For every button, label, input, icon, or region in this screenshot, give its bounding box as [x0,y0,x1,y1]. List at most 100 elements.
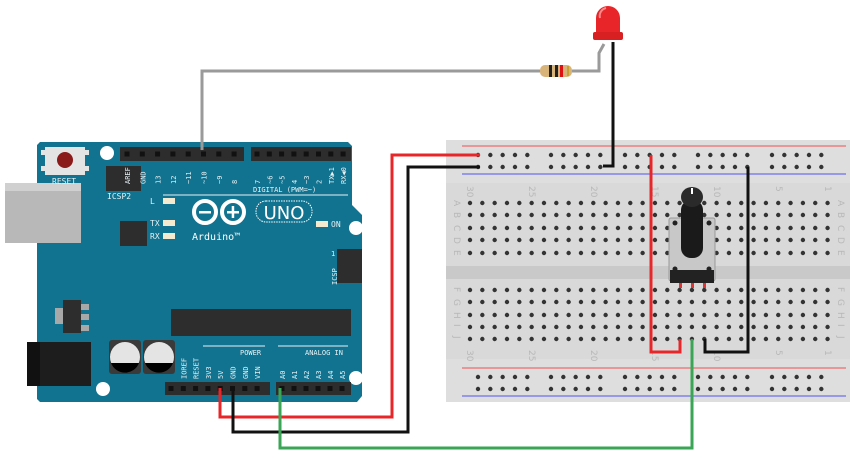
breadboard-hole[interactable] [800,299,806,305]
breadboard-hole[interactable] [603,336,608,342]
wire-5v-to-power-rail[interactable] [218,153,480,419]
breadboard-hole[interactable] [591,287,596,293]
rail-hole[interactable] [745,374,750,380]
breadboard-hole[interactable] [541,287,547,293]
breadboard-hole[interactable] [640,299,645,305]
breadboard-hole[interactable] [492,200,497,206]
breadboard-hole[interactable] [751,324,756,330]
wire-power-rail-to-potentiometer[interactable] [649,155,682,354]
rail-hole[interactable] [745,386,750,392]
breadboard-hole[interactable] [788,200,793,206]
digital-pin[interactable] [216,151,222,157]
breadboard-hole[interactable] [788,212,793,218]
breadboard-hole[interactable] [578,237,584,243]
rail-hole[interactable] [672,374,677,380]
rail-hole[interactable] [598,386,603,392]
digital-pin[interactable] [139,151,145,157]
breadboard-hole[interactable] [541,200,547,206]
rail-hole[interactable] [806,152,812,158]
rail-hole[interactable] [585,374,591,380]
breadboard-hole[interactable] [825,212,830,218]
breadboard-hole[interactable] [492,212,497,218]
breadboard-hole[interactable] [665,324,670,330]
rail-hole[interactable] [475,386,481,392]
breadboard-hole[interactable] [763,287,769,293]
breadboard-hole[interactable] [517,200,522,206]
breadboard-hole[interactable] [615,287,621,293]
breadboard-hole[interactable] [467,324,473,330]
breadboard-hole[interactable] [480,250,485,256]
rail-hole[interactable] [585,164,591,170]
breadboard-hole[interactable] [628,299,633,305]
breadboard-hole[interactable] [591,237,596,243]
rail-hole[interactable] [806,374,812,380]
breadboard-hole[interactable] [591,225,596,231]
breadboard-hole[interactable] [739,200,744,206]
breadboard-hole[interactable] [788,336,793,342]
breadboard-hole[interactable] [492,250,497,256]
rail-hole[interactable] [782,164,787,170]
breadboard-hole[interactable] [603,212,608,218]
breadboard-hole[interactable] [726,299,732,305]
breadboard-hole[interactable] [640,212,645,218]
rail-hole[interactable] [635,386,640,392]
breadboard-hole[interactable] [788,299,793,305]
breadboard-hole[interactable] [677,212,682,218]
rail-hole[interactable] [548,374,554,380]
breadboard-hole[interactable] [492,287,497,293]
rail-hole[interactable] [695,374,701,380]
rail-hole[interactable] [573,164,578,170]
breadboard-hole[interactable] [665,299,670,305]
breadboard-hole[interactable] [726,312,732,318]
analog-pin[interactable] [327,386,333,391]
rail-hole[interactable] [500,164,505,170]
rail-hole[interactable] [561,152,566,158]
rail-hole[interactable] [782,152,787,158]
breadboard-hole[interactable] [665,312,670,318]
breadboard-hole[interactable] [541,225,547,231]
breadboard-hole[interactable] [751,299,756,305]
breadboard-hole[interactable] [763,299,769,305]
breadboard-hole[interactable] [640,225,645,231]
breadboard-hole[interactable] [714,200,719,206]
rail-hole[interactable] [794,374,799,380]
breadboard-hole[interactable] [800,312,806,318]
breadboard-hole[interactable] [554,250,559,256]
breadboard-hole[interactable] [603,200,608,206]
power-pin[interactable] [254,386,260,391]
breadboard-hole[interactable] [529,324,534,330]
power-pin[interactable] [180,386,186,391]
breadboard-hole[interactable] [763,212,769,218]
breadboard-hole[interactable] [566,336,571,342]
breadboard-hole[interactable] [739,212,744,218]
breadboard-hole[interactable] [492,299,497,305]
breadboard-hole[interactable] [615,312,621,318]
breadboard-hole[interactable] [492,324,497,330]
breadboard-hole[interactable] [615,200,621,206]
breadboard-hole[interactable] [541,250,547,256]
breadboard-hole[interactable] [566,225,571,231]
breadboard-hole[interactable] [628,225,633,231]
breadboard-hole[interactable] [714,324,719,330]
rail-hole[interactable] [647,374,652,380]
breadboard-hole[interactable] [566,250,571,256]
breadboard-hole[interactable] [628,237,633,243]
breadboard-hole[interactable] [652,250,658,256]
rail-hole[interactable] [695,386,701,392]
breadboard-hole[interactable] [739,299,744,305]
breadboard-hole[interactable] [640,287,645,293]
breadboard-hole[interactable] [800,250,806,256]
rail-hole[interactable] [512,164,518,170]
breadboard-hole[interactable] [603,299,608,305]
breadboard-hole[interactable] [628,336,633,342]
breadboard-hole[interactable] [739,237,744,243]
breadboard-hole[interactable] [825,287,830,293]
breadboard-hole[interactable] [702,200,707,206]
breadboard-hole[interactable] [652,237,658,243]
breadboard-hole[interactable] [702,287,707,293]
rail-hole[interactable] [672,164,677,170]
breadboard-hole[interactable] [578,312,584,318]
rail-hole[interactable] [622,164,628,170]
breadboard-hole[interactable] [467,200,473,206]
breadboard-hole[interactable] [504,312,510,318]
